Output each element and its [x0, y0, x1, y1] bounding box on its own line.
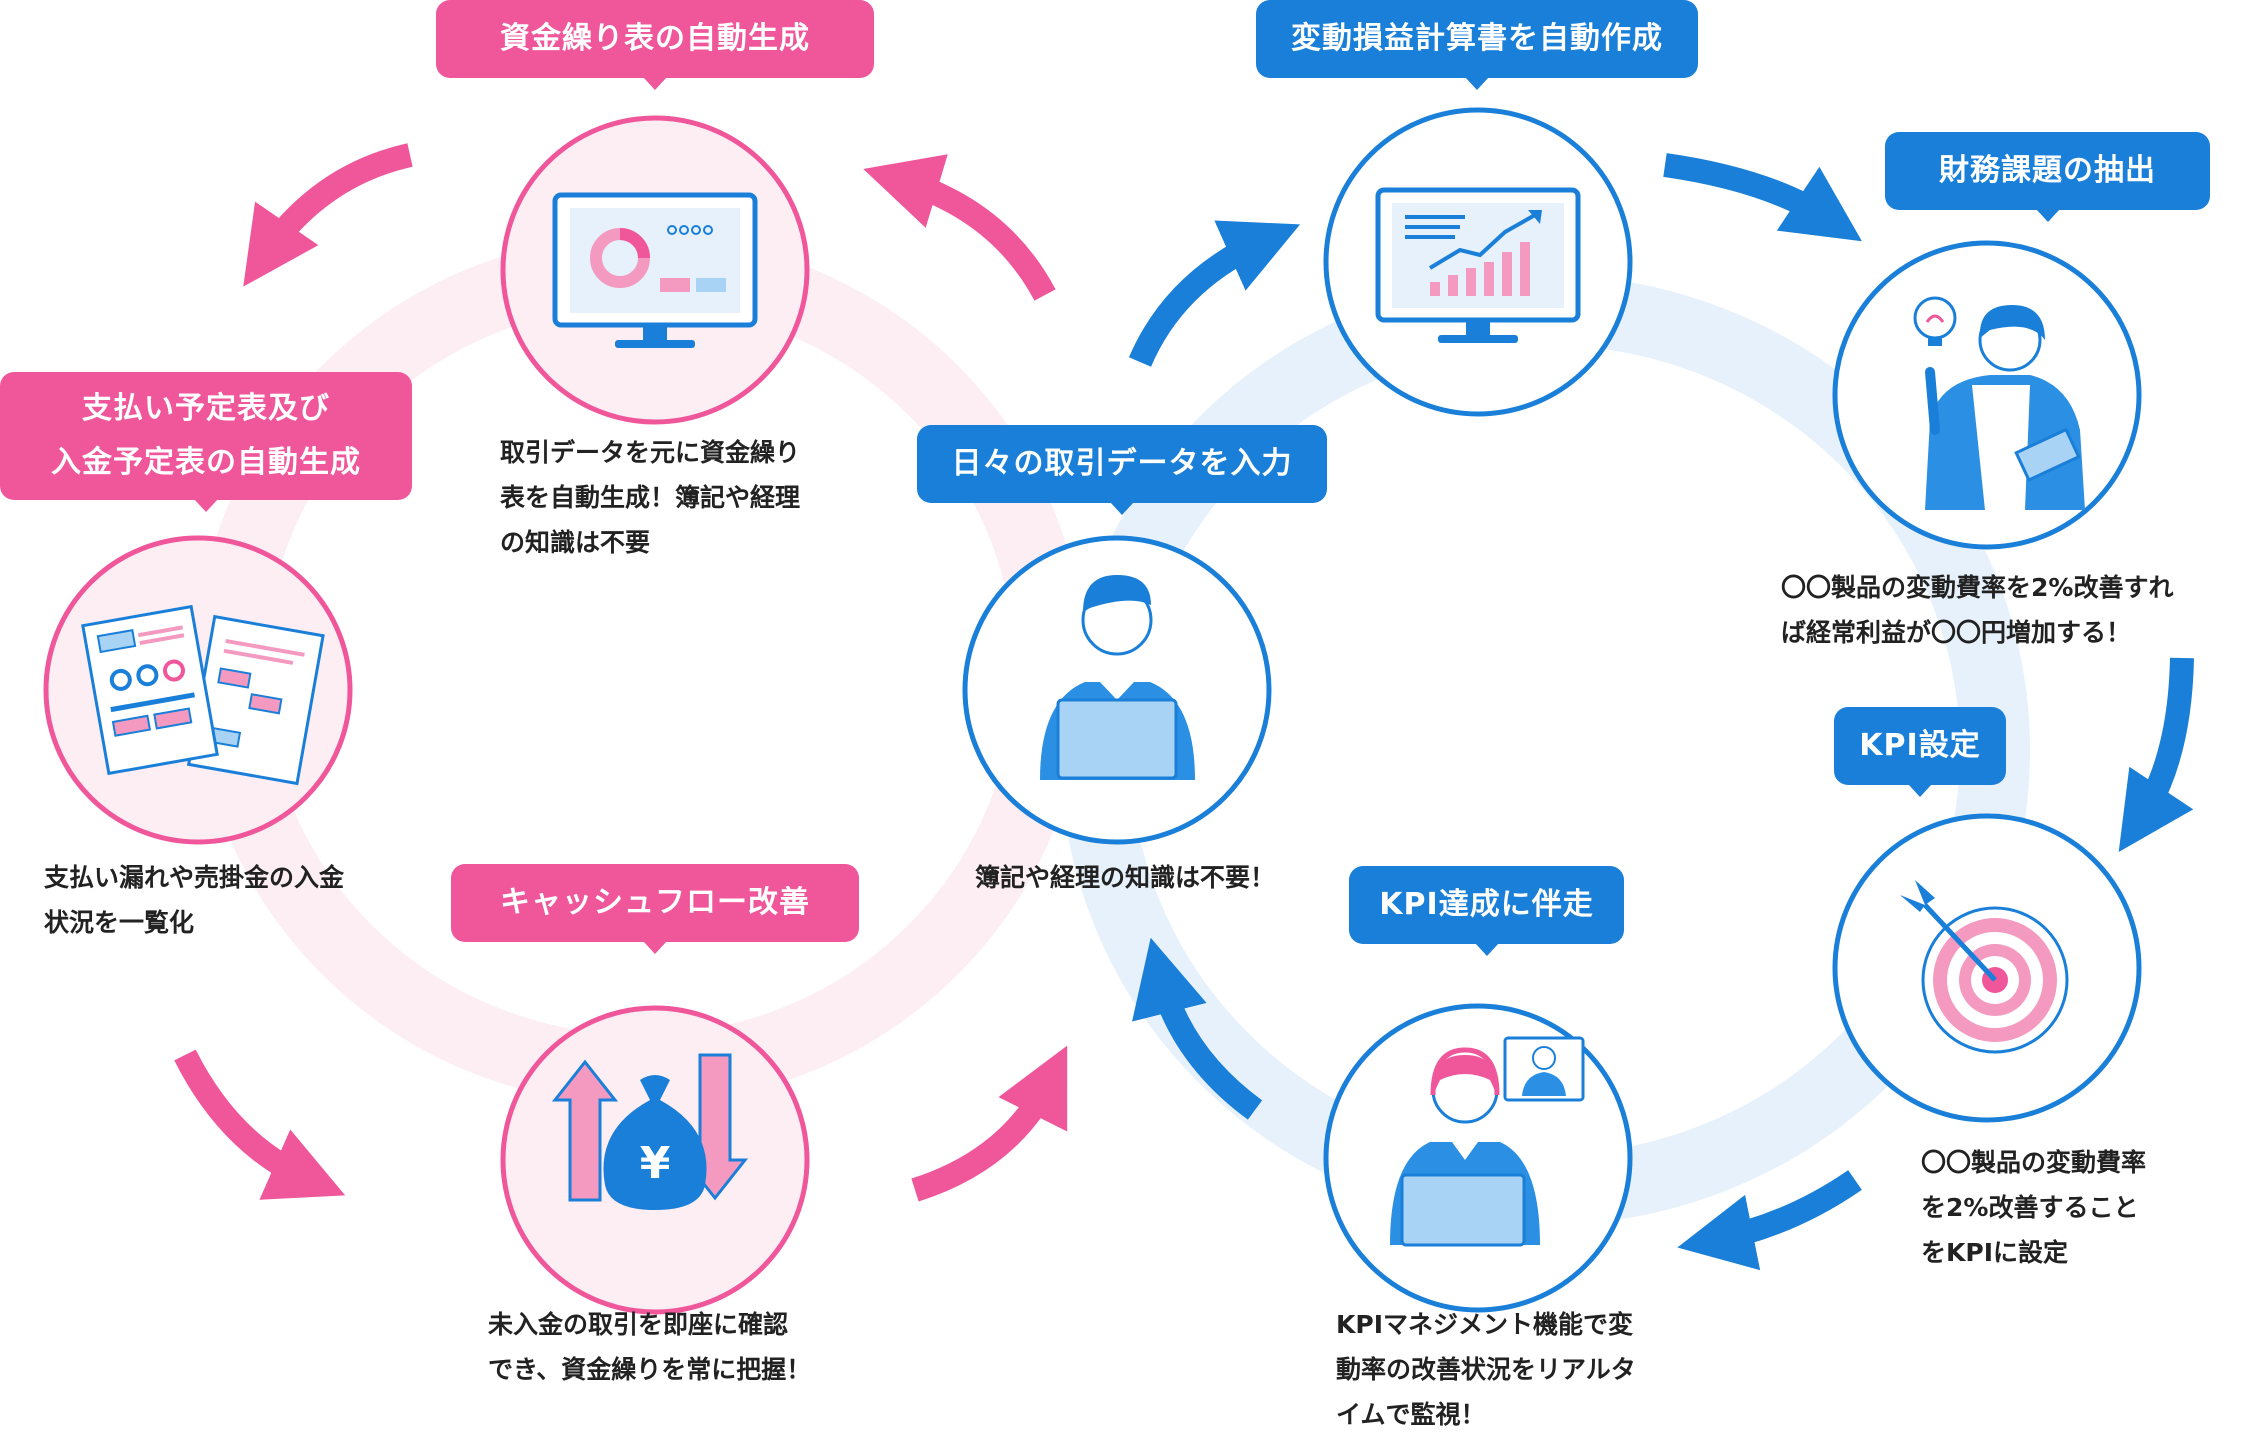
money-bag-yen-icon: ¥ — [551, 1053, 749, 1210]
pink-arrow-4 — [911, 1045, 1068, 1202]
desc-line: 取引データを元に資金繰り — [500, 438, 801, 467]
desc-kpi-setting: 〇〇製品の変動費率 を2%改善すること をKPIに設定 — [1921, 1140, 2146, 1275]
desc-schedule: 支払い漏れや売掛金の入金 状況を一覧化 — [44, 855, 344, 945]
label-daily-input-text: 日々の取引データを入力 — [951, 446, 1293, 481]
desc-line: 状況を一覧化 — [44, 908, 195, 937]
operator-headset-icon — [1390, 1036, 1585, 1247]
desc-line: 〇〇製品の変動費率 — [1921, 1148, 2147, 1177]
desc-cashflow-table: 取引データを元に資金繰り 表を自動生成！簿記や経理 の知識は不要 — [500, 430, 800, 565]
label-cashflow-table-text: 資金繰り表の自動生成 — [500, 21, 810, 56]
label-kpi-support: KPI達成に伴走 — [1349, 866, 1624, 956]
monitor-bar-chart-icon — [1375, 187, 1581, 343]
pink-arrow-3 — [174, 1049, 346, 1200]
person-laptop-icon — [1040, 575, 1195, 780]
label-kpi-setting: KPI設定 — [1834, 707, 2006, 797]
desc-line: をKPIに設定 — [1921, 1238, 2068, 1267]
desc-line: 支払い漏れや売掛金の入金 — [44, 863, 345, 892]
blue-arrow-3 — [2118, 657, 2194, 852]
blue-arrow-2 — [1663, 153, 1862, 242]
desc-kpi-support: KPIマネジメント機能で変 動率の改善状況をリアルタ イムで監視！ — [1336, 1302, 1636, 1437]
label-cashflow-table: 資金繰り表の自動生成 — [436, 0, 874, 90]
desc-daily-input: 簿記や経理の知識は不要！ — [975, 855, 1275, 900]
blue-arrow-4 — [1677, 1170, 1862, 1271]
blue-arrow-1 — [1128, 220, 1301, 367]
label-kpi-support-text: KPI達成に伴走 — [1379, 887, 1594, 922]
label-kpi-setting-text: KPI設定 — [1859, 728, 1981, 763]
person-lightbulb-tablet-icon — [1913, 296, 2085, 510]
label-schedule-line1: 支払い予定表及び — [82, 391, 330, 426]
label-daily-input: 日々の取引データを入力 — [917, 425, 1327, 515]
svg-text:¥: ¥ — [640, 1138, 671, 1189]
label-variable-pl-text: 変動損益計算書を自動作成 — [1291, 21, 1663, 56]
blue-arrow-5 — [1132, 937, 1263, 1120]
desc-line: の知識は不要 — [500, 528, 651, 557]
desc-line: ば経常利益が〇〇円増加する！ — [1781, 618, 2132, 647]
monitor-donut-chart-icon — [552, 192, 758, 348]
desc-line: 表を自動生成！簿記や経理 — [500, 483, 801, 512]
target-dart-icon — [1900, 880, 2069, 1054]
label-financial-issue-text: 財務課題の抽出 — [1939, 153, 2156, 188]
desc-cashflow-improve: 未入金の取引を即座に確認 でき、資金繰りを常に把握！ — [488, 1302, 811, 1392]
pink-arrow-1 — [863, 154, 1056, 301]
label-variable-pl: 変動損益計算書を自動作成 — [1256, 0, 1698, 90]
desc-line: イムで監視！ — [1336, 1400, 1486, 1429]
label-schedule-line2: 入金予定表の自動生成 — [51, 445, 361, 480]
desc-line: 簿記や経理の知識は不要！ — [975, 863, 1276, 892]
desc-line: でき、資金繰りを常に把握！ — [488, 1355, 812, 1384]
label-cashflow-improve: キャッシュフロー改善 — [451, 864, 859, 954]
desc-line: 動率の改善状況をリアルタ — [1336, 1355, 1636, 1384]
desc-line: を2%改善すること — [1921, 1193, 2139, 1222]
label-cashflow-improve-text: キャッシュフロー改善 — [500, 885, 810, 920]
desc-line: 未入金の取引を即座に確認 — [488, 1310, 789, 1339]
label-schedule: 支払い予定表及び 入金予定表の自動生成 — [0, 372, 412, 512]
desc-line: 〇〇製品の変動費率を2%改善すれ — [1781, 573, 2174, 602]
desc-line: KPIマネジメント機能で変 — [1336, 1310, 1633, 1339]
desc-financial-issue: 〇〇製品の変動費率を2%改善すれ ば経常利益が〇〇円増加する！ — [1781, 565, 2173, 655]
pink-arrow-2 — [243, 143, 413, 287]
label-financial-issue: 財務課題の抽出 — [1885, 132, 2210, 222]
documents-icon — [81, 604, 325, 786]
